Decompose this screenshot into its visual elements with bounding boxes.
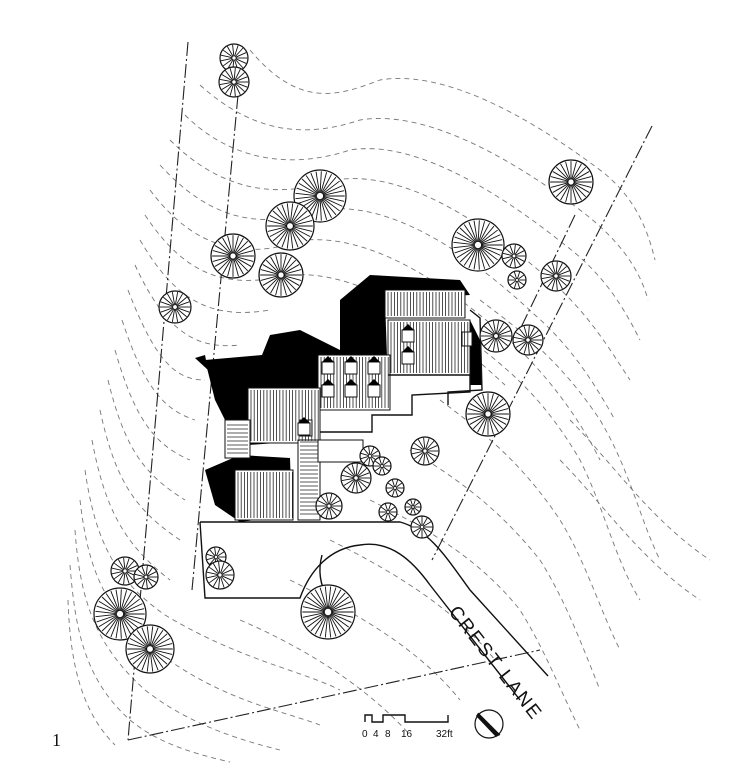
- tree-icon: [210, 233, 256, 279]
- tree-icon: [133, 564, 159, 590]
- tree-icon: [265, 201, 315, 251]
- tree-icon: [540, 260, 572, 292]
- tree-icon: [340, 462, 372, 494]
- scale-label-8: 8: [385, 729, 391, 740]
- dormer-shadow: [345, 379, 357, 385]
- scale-label-16: 16: [401, 729, 413, 740]
- tree-icon: [548, 159, 594, 205]
- tree-icon: [501, 243, 527, 269]
- dormer: [344, 361, 358, 375]
- dormer-shadow: [345, 356, 357, 362]
- tree-icon: [404, 498, 422, 516]
- tree-icon: [300, 584, 356, 640]
- dormer-shadow: [402, 324, 414, 330]
- tree-icon: [205, 560, 235, 590]
- tree-icon: [258, 252, 304, 298]
- dormer: [367, 384, 381, 398]
- trees: [93, 43, 594, 674]
- tree-icon: [110, 556, 140, 586]
- tree-icon: [465, 391, 511, 437]
- scale-bar: 0 4 8 16 32ft: [362, 714, 453, 740]
- dormer: [321, 361, 335, 375]
- tree-icon: [218, 66, 250, 98]
- tree-icon: [385, 478, 405, 498]
- tree-icon: [451, 218, 505, 272]
- tree-icon: [479, 319, 513, 353]
- tree-icon: [410, 515, 434, 539]
- dormer-shadow: [368, 379, 380, 385]
- scale-label-0: 0: [362, 729, 368, 740]
- dormer-shadow: [368, 356, 380, 362]
- tree-icon: [372, 456, 392, 476]
- north-arrow-icon: [474, 709, 504, 739]
- scale-label-4: 4: [373, 729, 379, 740]
- tree-icon: [512, 324, 544, 356]
- dormer-shadow: [322, 356, 334, 362]
- dormer-shadow: [322, 379, 334, 385]
- dormer: [321, 384, 335, 398]
- roof-upper-right: [384, 289, 466, 319]
- dormer-shadow: [298, 417, 310, 423]
- entry-stairs: [227, 424, 318, 515]
- tree-icon: [507, 270, 527, 290]
- contour-lines: [67, 49, 711, 763]
- dormer: [344, 384, 358, 398]
- tree-icon: [315, 492, 343, 520]
- crest-lane-road: [199, 521, 549, 701]
- figure-number: 1: [52, 730, 61, 750]
- tree-icon: [158, 290, 192, 324]
- street-name-label: CREST LANE: [444, 602, 546, 724]
- dormers: [297, 324, 415, 436]
- tree-icon: [125, 624, 175, 674]
- dormer-shadow: [402, 346, 414, 352]
- scale-label-32ft: 32ft: [436, 729, 453, 740]
- dormer: [367, 361, 381, 375]
- dormer: [401, 351, 415, 365]
- tree-icon: [378, 502, 398, 522]
- tree-icon: [410, 436, 440, 466]
- tree-icon: [93, 587, 147, 641]
- dormer: [401, 329, 415, 343]
- dormer: [297, 422, 311, 436]
